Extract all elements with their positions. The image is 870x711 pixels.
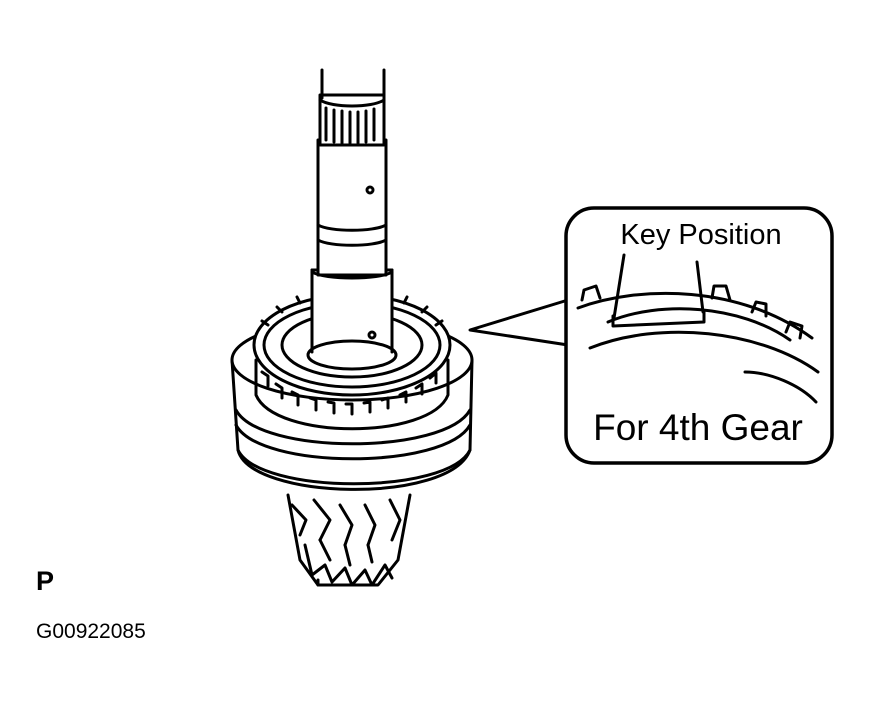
figure-code: G00922085 [36,620,146,643]
callout-box [564,206,834,465]
callout-pointer [468,298,570,347]
lower-gear-teeth [286,493,412,587]
corner-letter: P [36,566,54,596]
main-shaft [306,68,398,371]
ring-detail-view [576,253,820,404]
key-position-label: Key Position [620,219,781,251]
gear-label: For 4th Gear [593,407,803,448]
